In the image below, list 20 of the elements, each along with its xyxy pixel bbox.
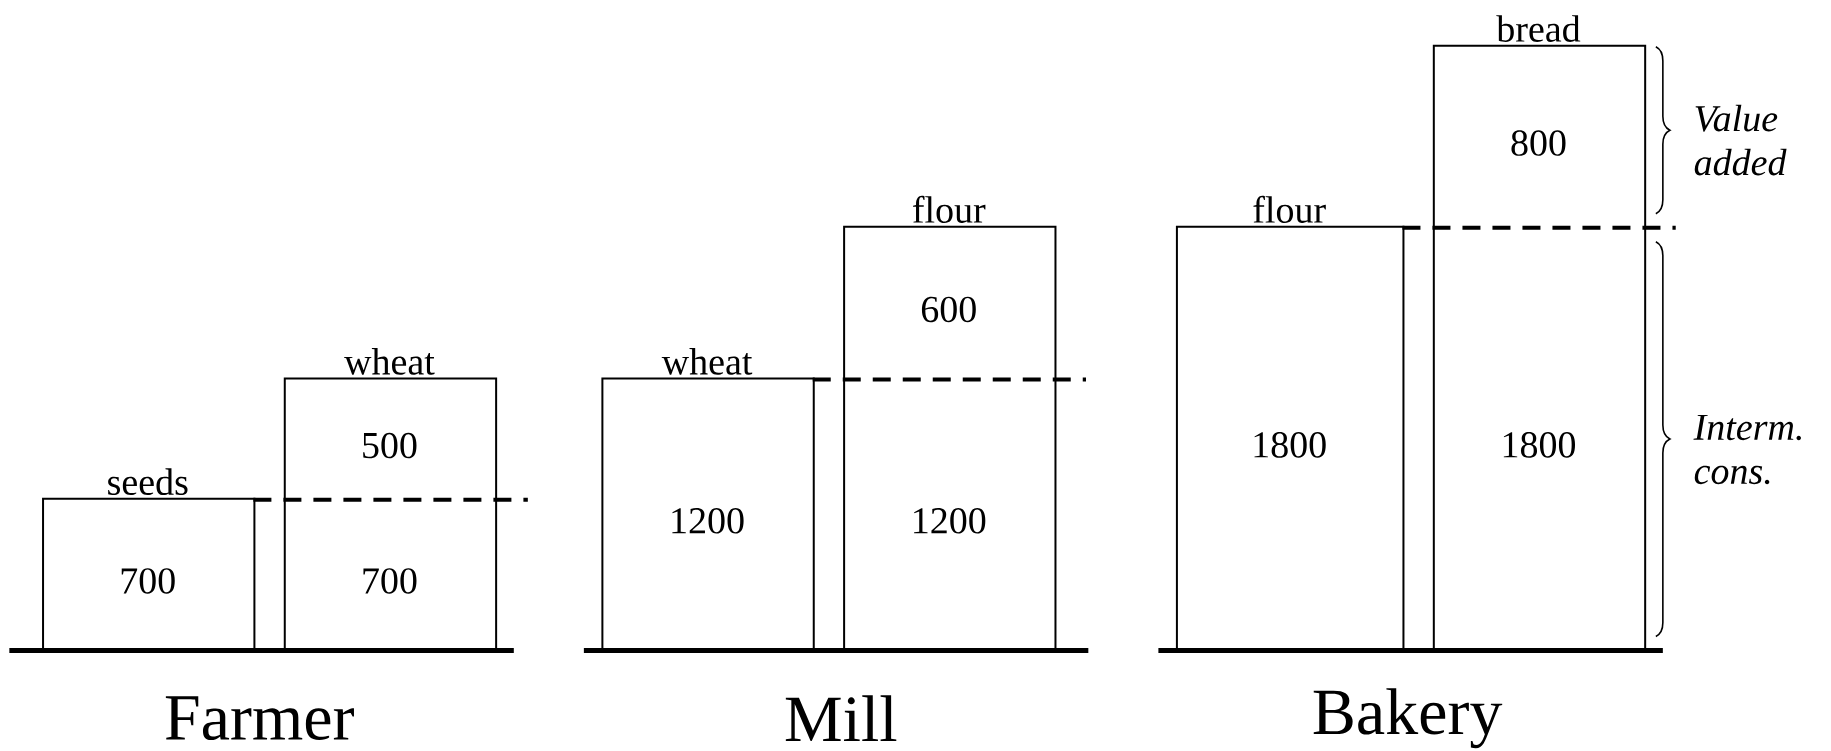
stage-label: Mill — [785, 695, 897, 742]
value-label: 800 — [1511, 130, 1566, 156]
bar-heading: bread — [1496, 15, 1581, 42]
value-label: 600 — [921, 296, 976, 323]
value-label: 1200 — [914, 508, 986, 534]
value-label: 700 — [363, 568, 417, 594]
value-label: 1200 — [672, 508, 744, 534]
bar-heading: wheat — [661, 348, 753, 375]
bar-heading: seeds — [108, 468, 188, 496]
stage-label: Bakery — [1313, 688, 1503, 749]
brace-label: Value added — [1694, 104, 1787, 176]
bar-heading: wheat — [344, 348, 435, 375]
stage-label: Farmer — [165, 696, 354, 741]
value-label: 1800 — [1503, 432, 1576, 458]
value-label: 1800 — [1254, 432, 1326, 458]
bar-heading: flour — [913, 195, 986, 223]
value-label: 700 — [121, 568, 175, 594]
brace-label: Interm. cons. — [1693, 414, 1801, 485]
bar-heading: flour — [1253, 195, 1326, 223]
value-label: 500 — [363, 432, 417, 459]
